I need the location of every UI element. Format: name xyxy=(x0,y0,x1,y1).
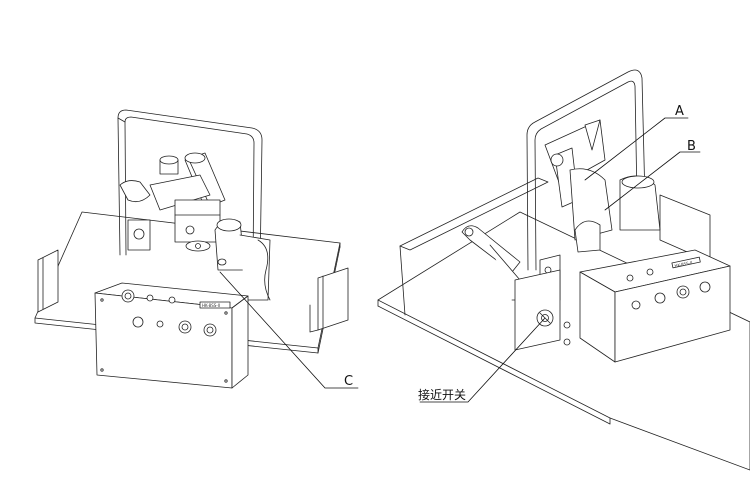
left-view: HK-8SS-II xyxy=(34,109,349,389)
leader-b xyxy=(604,151,701,211)
callout-label-a: A xyxy=(675,104,684,119)
right-nameplate: HK-8SS-II xyxy=(674,260,693,269)
right-carriage-frame xyxy=(526,69,646,271)
left-guide-rails xyxy=(37,249,349,333)
leader-c xyxy=(219,271,359,389)
leader-a xyxy=(584,117,689,181)
left-carriage-frame xyxy=(117,109,263,271)
callout-label-proximity-switch: 接近开关 xyxy=(418,387,466,402)
callout-label-c: C xyxy=(344,374,353,389)
left-control-box: HK-8SS-II xyxy=(94,282,249,389)
right-control-box: HK-8SS-II xyxy=(514,249,731,363)
right-back-rail xyxy=(399,177,711,316)
callout-leaders xyxy=(219,117,701,403)
leader-proximity-switch xyxy=(419,317,546,403)
left-torch-assembly xyxy=(119,152,271,301)
right-view: HK-8SS-II xyxy=(377,69,750,471)
left-nameplate: HK-8SS-II xyxy=(202,303,220,308)
callout-label-b: B xyxy=(687,139,696,154)
